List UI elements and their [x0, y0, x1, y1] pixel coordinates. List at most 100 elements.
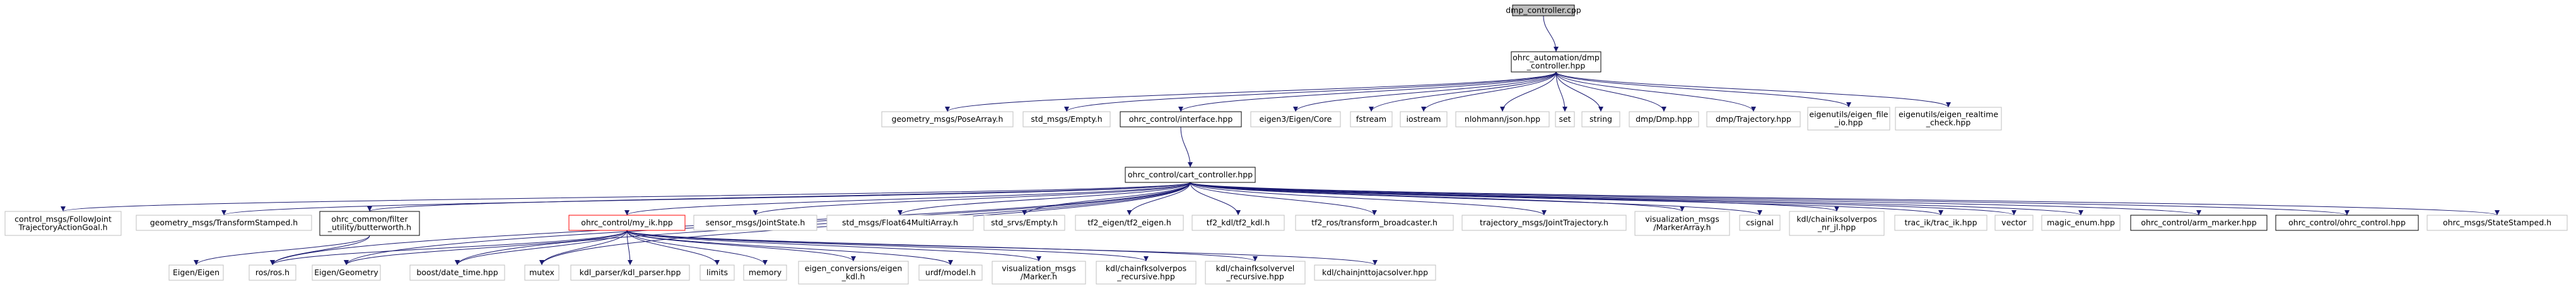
node-box — [1455, 111, 1550, 127]
node-geometry-msgs-posearray-h[interactable]: geometry_msgs/PoseArray.h — [881, 111, 1014, 127]
node-label: Eigen/Geometry — [314, 268, 378, 277]
node-box — [4, 211, 122, 236]
node-label: dmp/Trajectory.hpp — [1716, 114, 1791, 124]
node-dmp-controller-cpp[interactable]: dmp_controller.cpp — [1506, 4, 1581, 16]
node-label: eigenutils/eigen_realtime — [1899, 110, 1998, 119]
node-label: ohrc_msgs/StateStamped.h — [2443, 218, 2551, 227]
node-label: dmp/Dmp.hpp — [1636, 114, 1692, 124]
node-box — [2041, 215, 2121, 231]
edge-ohrc-control-cart-controller-hpp-to-std-srvs-empty-h — [1022, 182, 1191, 216]
edge-ohrc-control-cart-controller-hpp-to-boost-date-time-hpp — [455, 182, 1191, 266]
node-ohrc-msgs-statestamped-h[interactable]: ohrc_msgs/StateStamped.h — [2427, 215, 2568, 231]
node-trajectory-msgs-jointtrajectory-h[interactable]: trajectory_msgs/JointTrajectory.h — [1461, 215, 1627, 231]
node-vector[interactable]: vector — [1994, 215, 2034, 231]
node-ohrc-control-arm-marker-hpp[interactable]: ohrc_control/arm_marker.hpp — [2130, 215, 2268, 231]
node-dmp-trajectory-hpp[interactable]: dmp/Trajectory.hpp — [1706, 111, 1801, 127]
node-box — [168, 264, 224, 281]
node-magic-enum-hpp[interactable]: magic_enum.hpp — [2041, 215, 2121, 231]
node-iostream[interactable]: iostream — [1400, 111, 1448, 127]
node-label: tf2_ros/transform_broadcaster.h — [1311, 218, 1437, 227]
node-limits[interactable]: limits — [700, 264, 735, 281]
node-trac-ik-trac-ik-hpp[interactable]: trac_ik/trac_ik.hpp — [1894, 215, 1988, 231]
node-kdl-chainiksolverpos-recursive-hpp[interactable]: kdl/chainfksolverpos_recursive.hpp — [1096, 261, 1197, 285]
node-box — [1807, 107, 1890, 131]
node-ohrc-automation-dmp-controller-hpp[interactable]: ohrc_automation/dmp_controller.hpp — [1511, 51, 1601, 73]
node-box — [1350, 111, 1393, 127]
node-label: _recursive.hpp — [1116, 272, 1175, 281]
edge-ohrc-control-my-ik-hpp-to-eigen-geometry — [344, 230, 628, 266]
node-ohrc-control-ohrc-control-hpp[interactable]: ohrc_control/ohrc_control.hpp — [2275, 215, 2419, 231]
edge-ohrc-control-cart-controller-hpp-to-csignal — [1190, 182, 1762, 216]
node-std-msgs-empty-h-1[interactable]: std_msgs/Empty.h — [1022, 111, 1111, 127]
edge-ohrc-automation-dmp-controller-hpp-to-dmp-trajectory-hpp — [1555, 71, 1756, 112]
node-label: std_msgs/Float64MultiArray.h — [842, 218, 958, 227]
node-std-msgs-float64multiarray-h[interactable]: std_msgs/Float64MultiArray.h — [826, 215, 974, 231]
node-box — [1314, 264, 1436, 281]
node-box — [1512, 4, 1575, 16]
node-ohrc-common-filter-butterworth-h[interactable]: ohrc_common/filter_utility/butterworth.h — [319, 211, 420, 236]
edge-ohrc-control-my-ik-hpp-to-kdl-chainiksolverpos-recursive-hpp — [626, 230, 1149, 262]
edge-ohrc-automation-dmp-controller-hpp-to-eigenutils-eigen-realtime-check-hpp — [1555, 71, 1951, 108]
node-ros-ros-h[interactable]: ros/ros.h — [249, 264, 296, 281]
node-eigen-eigen[interactable]: Eigen/Eigen — [168, 264, 224, 281]
node-eigenutils-eigen-realtime-check-hpp[interactable]: eigenutils/eigen_realtime_check.hpp — [1895, 107, 2002, 131]
node-tf2-kdl-tf2-kdl-h[interactable]: tf2_kdl/tf2_kdl.h — [1191, 215, 1285, 231]
node-label: visualization_msgs — [1645, 215, 1719, 224]
node-label: std_srvs/Empty.h — [991, 218, 1058, 227]
node-box — [1096, 261, 1197, 285]
node-box — [2427, 215, 2568, 231]
node-label: _check.hpp — [1926, 118, 1971, 127]
node-kdl-parser-kdl-parser-hpp[interactable]: kdl_parser/kdl_parser.hpp — [570, 264, 690, 281]
node-fstream[interactable]: fstream — [1350, 111, 1393, 127]
node-visualization-msgs-marker-h[interactable]: visualization_msgs/Marker.h — [992, 261, 1086, 285]
node-kdl-chainjnttojacsolver-hpp[interactable]: kdl/chainjnttojacsolver.hpp — [1314, 264, 1436, 281]
node-box — [2130, 215, 2268, 231]
node-nlohmann-json-hpp[interactable]: nlohmann/json.hpp — [1455, 111, 1550, 127]
node-box — [1250, 111, 1341, 127]
node-dmp-dmp-hpp[interactable]: dmp/Dmp.hpp — [1629, 111, 1699, 127]
edge-ohrc-automation-dmp-controller-hpp-to-fstream — [1369, 71, 1557, 112]
node-ohrc-control-cart-controller-hpp[interactable]: ohrc_control/cart_controller.hpp — [1125, 167, 1256, 183]
node-control-msgs-followjoint-h[interactable]: control_msgs/FollowJointTrajectoryAction… — [4, 211, 122, 236]
edge-ohrc-control-my-ik-hpp-to-mutex — [539, 230, 628, 266]
edge-ohrc-control-my-ik-hpp-to-limits — [626, 230, 720, 266]
node-mutex[interactable]: mutex — [524, 264, 559, 281]
node-sensor-msgs-jointstate-h[interactable]: sensor_msgs/JointState.h — [693, 215, 817, 231]
node-label: ohrc_control/interface.hpp — [1129, 114, 1233, 124]
node-label: set — [1559, 114, 1571, 124]
edge-ohrc-automation-dmp-controller-hpp-to-dmp-dmp-hpp — [1555, 71, 1666, 112]
node-csignal[interactable]: csignal — [1739, 215, 1781, 231]
node-geometry-msgs-transformstamped-h[interactable]: geometry_msgs/TransformStamped.h — [136, 215, 312, 231]
node-string[interactable]: string — [1581, 111, 1620, 127]
node-label: TrajectoryActionGoal.h — [18, 223, 107, 232]
node-box — [1400, 111, 1448, 127]
node-box — [700, 264, 735, 281]
node-label: ros/ros.h — [255, 268, 290, 277]
node-boost-date-time-hpp[interactable]: boost/date_time.hpp — [409, 264, 505, 281]
node-eigen3-eigen-core[interactable]: eigen3/Eigen/Core — [1250, 111, 1341, 127]
node-urdf-model-h[interactable]: urdf/model.h — [918, 264, 983, 281]
node-kdl-chainiksolverpos-nr-jl-hpp[interactable]: kdl/chainiksolverpos_nr_jl.hpp — [1789, 211, 1885, 236]
node-box — [1994, 215, 2034, 231]
node-ohrc-control-my-ik-hpp[interactable]: ohrc_control/my_ik.hpp — [568, 215, 686, 231]
node-tf2-eigen-tf2-eigen-h[interactable]: tf2_eigen/tf2_eigen.h — [1075, 215, 1184, 231]
node-label: _controller.hpp — [1526, 61, 1586, 71]
node-eigen-geometry[interactable]: Eigen/Geometry — [312, 264, 381, 281]
node-label: kdl/chainfksolvervel — [1216, 264, 1295, 273]
node-tf2-ros-transform-broadcaster-h[interactable]: tf2_ros/transform_broadcaster.h — [1295, 215, 1454, 231]
node-label: csignal — [1746, 218, 1774, 227]
node-std-srvs-empty-h[interactable]: std_srvs/Empty.h — [983, 215, 1065, 231]
node-eigen-conversions-eigen-kdl-h[interactable]: eigen_conversions/eigen_kdl.h — [798, 261, 909, 285]
node-label: ohrc_control/arm_marker.hpp — [2141, 218, 2256, 227]
edge-ohrc-control-my-ik-hpp-to-kdl-chainjnttojacsolver-hpp — [626, 230, 1378, 266]
node-label: tf2_eigen/tf2_eigen.h — [1087, 218, 1171, 227]
node-set[interactable]: set — [1555, 111, 1575, 127]
node-box — [881, 111, 1014, 127]
node-memory[interactable]: memory — [743, 264, 787, 281]
edge-ohrc-automation-dmp-controller-hpp-to-string — [1555, 71, 1603, 112]
node-kdl-chainfksolvervel-recursive-hpp[interactable]: kdl/chainfksolvervel_recursive.hpp — [1205, 261, 1306, 285]
node-ohrc-control-interface-hpp[interactable]: ohrc_control/interface.hpp — [1120, 111, 1242, 127]
node-label: geometry_msgs/TransformStamped.h — [150, 218, 298, 227]
node-eigenutils-eigen-file-io-hpp[interactable]: eigenutils/eigen_file_io.hpp — [1807, 107, 1890, 131]
node-visualization-msgs-markerarray-h[interactable]: visualization_msgs/MarkerArray.h — [1634, 211, 1730, 236]
